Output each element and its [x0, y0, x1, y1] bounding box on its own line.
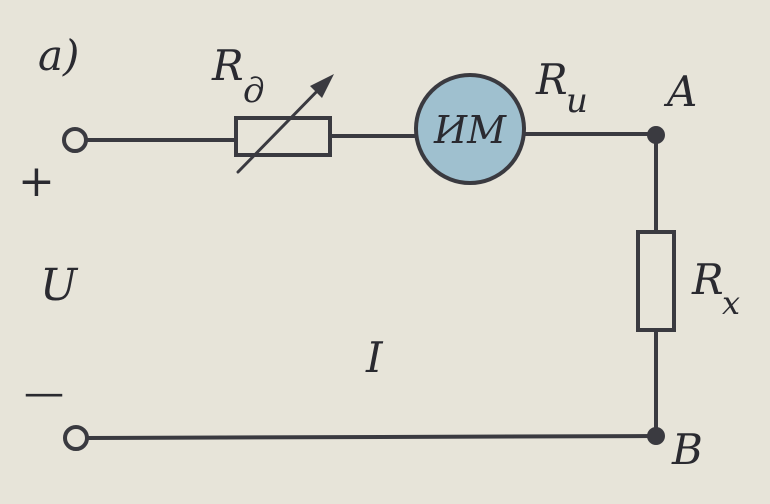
label-voltage: U	[40, 260, 79, 311]
label-current: I	[365, 333, 384, 382]
variable-resistor-arrow	[236, 80, 328, 174]
label-node-a: A	[663, 67, 697, 116]
variable-resistor-rd	[234, 116, 332, 157]
label-rd: R	[211, 41, 244, 90]
label-rx: R	[691, 255, 724, 304]
label-node-b: B	[671, 425, 703, 474]
node-b-dot	[647, 427, 665, 445]
terminal-plus	[62, 127, 88, 153]
label-plus: +	[18, 156, 55, 207]
arrow-head-icon	[310, 74, 334, 98]
node-a-dot	[647, 126, 665, 144]
resistor-rx	[636, 230, 676, 332]
label-ru: R	[535, 55, 568, 104]
label-rd-sub: д	[243, 71, 265, 111]
meter-circle	[414, 73, 526, 185]
terminal-minus	[63, 425, 89, 451]
label-minus: —	[24, 370, 64, 416]
meter-label: ИМ	[433, 108, 507, 152]
wire-bottom	[84, 434, 658, 440]
label-rx-sub: x	[722, 284, 740, 322]
part-label: a)	[38, 31, 79, 80]
label-ru-sub: u	[566, 81, 588, 121]
